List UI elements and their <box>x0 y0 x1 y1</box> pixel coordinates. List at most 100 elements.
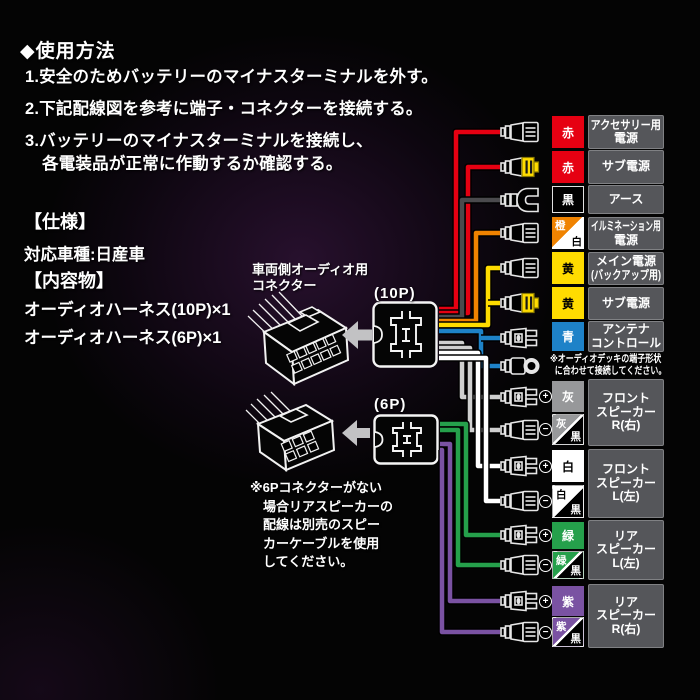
wire-color-swatch-紫黒: 紫黒 <box>552 617 584 647</box>
swatch-kanji: 黄 <box>561 261 574 276</box>
terminal-male-icon <box>500 524 538 546</box>
wire <box>440 427 500 568</box>
wire <box>439 328 500 369</box>
polarity-minus-icon: − <box>539 625 552 639</box>
terminal-icons <box>500 121 540 643</box>
polarity-minus-icon: − <box>539 495 552 508</box>
wire-function-label-line: R(右) <box>611 621 641 636</box>
vehicle-connector-label: 車両側オーディオ用 コネクター <box>252 262 368 294</box>
swatch-kanji-secondary: 白 <box>571 236 583 248</box>
spec-vehicle: 対応車種:日産車 <box>24 246 145 264</box>
wire-bundle-hatch <box>245 391 292 433</box>
usage-step-3: 3.バッテリーのマイナスターミナルを接続し、 <box>25 132 373 150</box>
spec-heading: 【仕様】 <box>24 212 96 232</box>
wire <box>439 230 500 324</box>
wire-function-label-line: リア <box>613 594 638 609</box>
wire-function-label-line: スピーカー <box>595 404 656 419</box>
wire <box>439 197 500 320</box>
wire-function-label: アンテナコントロール <box>588 321 664 352</box>
swatch-kanji-secondary: 黒 <box>570 633 582 645</box>
contents-heading: 【内容物】 <box>24 271 114 291</box>
vehicle-connector-label-line1: 車両側オーディオ用 <box>252 262 369 277</box>
wire-color-swatch-緑: 緑 <box>552 522 584 549</box>
usage-step-3-continued: 各電装品が正常に作動するか確認する。 <box>42 155 343 173</box>
wire-color-swatch-黄: 黄 <box>552 287 584 319</box>
terminal-female-icon <box>500 257 539 279</box>
swatch-kanji: 白 <box>556 489 567 501</box>
wire-function-label-line: アース <box>608 191 644 206</box>
wire-function-label-line: 電源 <box>613 232 638 247</box>
swatch-kanji: 紫 <box>556 621 567 633</box>
polarity-plus-icon: + <box>539 390 552 403</box>
note-terminal-shape: ※オーディオデッキの端子形状 に合わせて接続してください。 <box>550 354 667 377</box>
wire <box>440 421 500 538</box>
polarity-minus-icon: − <box>539 558 552 572</box>
swatch-kanji: 橙 <box>555 220 566 232</box>
swatch-kanji: 白 <box>561 459 574 474</box>
swatch-kanji-secondary: 黒 <box>570 504 582 516</box>
connector-10p-label: (10P) <box>374 285 416 302</box>
wire-color-swatch-赤: 赤 <box>552 151 584 183</box>
left-arrow-icon-top <box>342 321 372 349</box>
terminal-male-icon <box>500 590 538 612</box>
wire-color-swatch-灰黒: 灰黒 <box>552 414 584 445</box>
wire <box>440 441 500 604</box>
wire-function-label-line: 電源 <box>613 131 638 145</box>
left-arrow-icon-bottom <box>342 420 370 446</box>
harness-connector-6p <box>373 414 439 465</box>
contents-item-6p: オーディオハーネス(6P)×1 <box>24 329 222 347</box>
swatch-kanji: 緑 <box>556 555 567 567</box>
usage-title: ◆使用方法 <box>20 41 116 62</box>
swatch-kanji: 青 <box>561 330 574 344</box>
wire-function-label-line: メイン電源 <box>595 254 656 268</box>
wire-color-swatch-灰: 灰 <box>552 381 584 412</box>
wire-function-label: イルミネーション用電源 <box>588 217 664 250</box>
polarity-plus-icon: + <box>539 594 552 608</box>
terminal-fork-icon <box>500 187 539 213</box>
swatch-kanji: 灰 <box>561 390 574 404</box>
terminal-female-icon <box>500 419 539 441</box>
wire-function-label-line: アクセサリー用 <box>590 117 662 132</box>
wire-function-label-line: R(右) <box>611 418 641 433</box>
wire-function-label-line: アンテナ <box>602 322 650 336</box>
polarity-plus-icon: + <box>539 459 552 473</box>
terminal-male-icon <box>500 327 538 349</box>
connector-6p-label: (6P) <box>374 396 407 413</box>
swatch-kanji: 赤 <box>561 160 574 175</box>
wire-function-label: アクセサリー用電源 <box>588 115 664 149</box>
swatch-kanji: 緑 <box>561 529 574 543</box>
terminal-male-icon <box>500 386 538 408</box>
wire-color-swatch-赤: 赤 <box>552 116 584 148</box>
terminal-female-icon <box>500 554 539 576</box>
terminal-female-icon <box>500 222 539 244</box>
wire-function-label-line: コントロール <box>590 335 661 350</box>
wire <box>439 265 500 328</box>
wire-function-label: サブ電源 <box>588 150 664 184</box>
wire-color-swatch-白黒: 白黒 <box>552 485 584 518</box>
wire-color-swatch-白: 白 <box>552 450 584 482</box>
note-6p-connector: ※6Pコネクターがない 場合リアスピーカーの 配線は別売のスピー カーケーブルを… <box>250 480 394 569</box>
wire-function-label-line: フロント <box>601 391 650 406</box>
swatch-kanji-secondary: 黒 <box>570 565 582 577</box>
terminal-bullet-icon <box>500 156 540 178</box>
usage-step-2: 2.下記配線図を参考に端子・コネクターを接続する。 <box>25 100 423 118</box>
vehicle-connector-10p-illustration <box>247 291 350 387</box>
terminal-female-icon <box>500 121 539 143</box>
harness-connector-10p <box>372 301 438 368</box>
wire-color-swatch-黒: 黒 <box>552 186 584 213</box>
terminal-male-icon <box>500 455 538 477</box>
swatch-kanji: 灰 <box>556 418 567 430</box>
terminal-female-icon <box>500 621 539 643</box>
wire-function-label-line: サブ電源 <box>601 295 650 310</box>
wire-function-label-line: リア <box>613 528 638 543</box>
wire-function-label-line: スピーカー <box>595 608 656 623</box>
wire-function-label-line: スピーカー <box>595 542 656 557</box>
usage-step-1: 1.安全のためバッテリーのマイナスターミナルを外す。 <box>25 68 438 86</box>
wire-function-label-line: イルミネーション用 <box>591 219 661 233</box>
wire <box>439 129 500 312</box>
